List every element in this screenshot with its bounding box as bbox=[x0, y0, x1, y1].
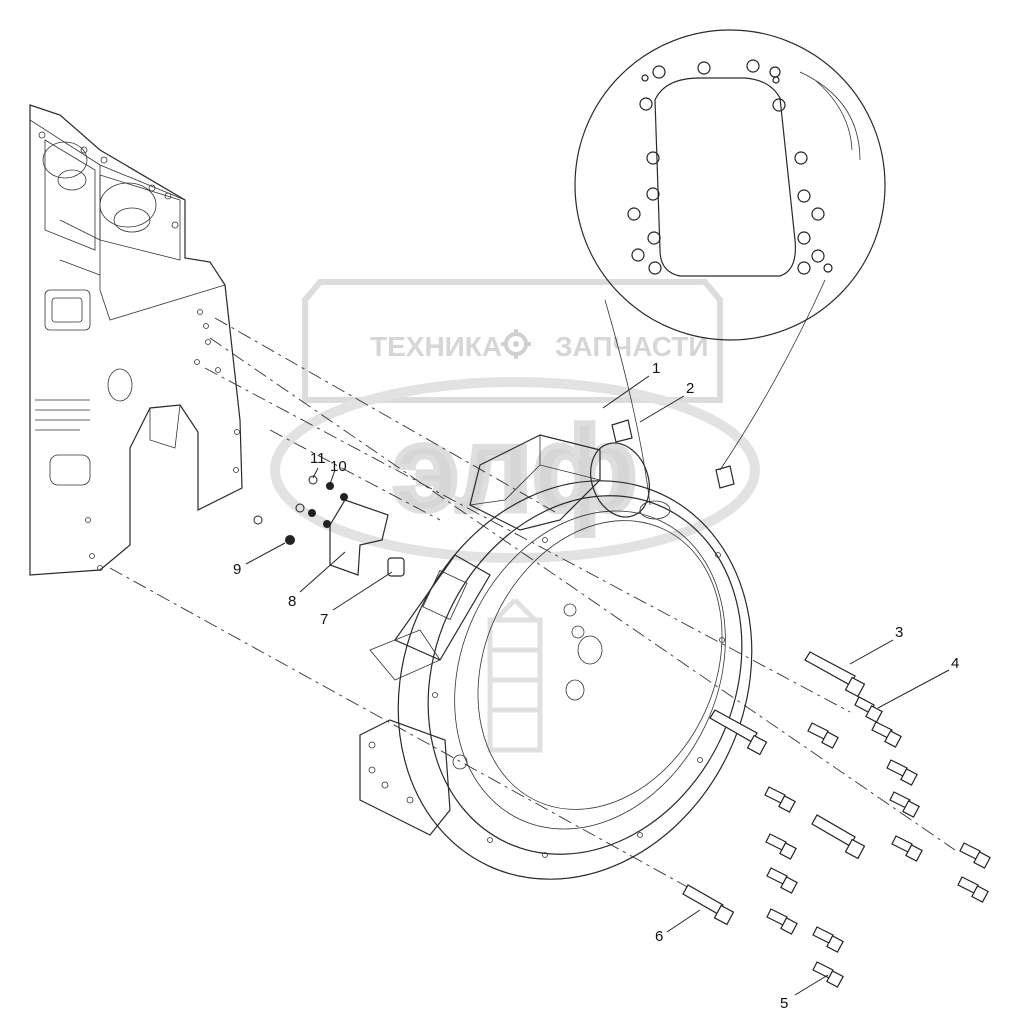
leader-lines bbox=[245, 375, 950, 996]
callout-5: 5 bbox=[780, 995, 788, 1012]
fitting-part-2 bbox=[611, 419, 735, 489]
callout-6: 6 bbox=[655, 928, 663, 945]
watermark-left-text: ТЕХНИКА bbox=[370, 331, 502, 362]
callout-labels: 1 2 3 4 5 6 7 8 9 10 11 bbox=[233, 360, 959, 1012]
watermark: ТЕХНИКА ЗАПЧАСТИ элф bbox=[270, 279, 760, 753]
callout-2: 2 bbox=[686, 380, 694, 397]
callout-3: 3 bbox=[895, 624, 903, 641]
watermark-tower bbox=[487, 598, 543, 753]
detail-view bbox=[574, 29, 886, 506]
flywheel-housing bbox=[359, 434, 753, 880]
watermark-right-text: ЗАПЧАСТИ bbox=[555, 331, 708, 362]
assembly-lines bbox=[109, 317, 956, 906]
callout-11: 11 bbox=[310, 450, 326, 467]
small-fasteners bbox=[253, 475, 348, 545]
callout-7: 7 bbox=[320, 611, 328, 628]
gear-icon bbox=[501, 329, 531, 359]
callout-1: 1 bbox=[652, 360, 660, 377]
callout-9: 9 bbox=[233, 561, 241, 578]
engine-block bbox=[29, 104, 243, 576]
bracket-plate-part-8 bbox=[329, 499, 405, 577]
callout-10: 10 bbox=[330, 458, 347, 475]
callout-8: 8 bbox=[288, 593, 296, 610]
watermark-logo-ring bbox=[270, 377, 760, 563]
bolts bbox=[682, 651, 991, 988]
callout-4: 4 bbox=[951, 655, 959, 672]
